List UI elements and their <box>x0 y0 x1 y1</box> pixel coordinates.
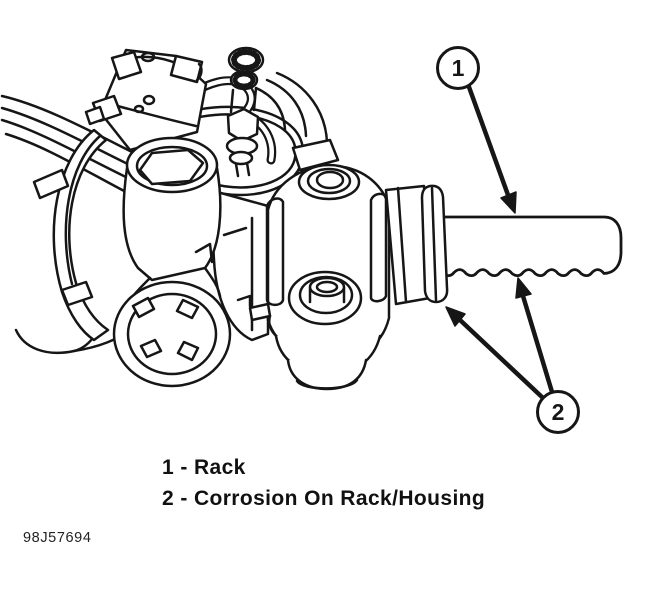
collar-rim <box>420 184 449 304</box>
callout-2-arrows <box>445 277 555 401</box>
fluid-ports <box>287 163 363 326</box>
callout-1-badge: 1 <box>436 46 480 90</box>
valve-fitting-top <box>110 50 143 81</box>
housing-bottom-cap <box>274 334 382 391</box>
legend: 1 - Rack 2 - Corrosion On Rack/Housing <box>162 452 485 514</box>
corrosion-edge <box>441 215 623 278</box>
legend-item-rack: 1 - Rack <box>162 456 246 479</box>
figure-number: 98J57694 <box>23 530 92 546</box>
callout-1-arrow <box>466 84 517 214</box>
hex-nut <box>226 107 260 143</box>
left-mount-flange <box>32 128 110 342</box>
lobed-cap <box>112 266 232 388</box>
hex-bushing <box>122 136 222 282</box>
steering-valve-body <box>84 48 208 152</box>
hydraulic-lines <box>0 94 142 355</box>
mounting-bracket <box>254 71 340 172</box>
adjuster-cap <box>225 46 265 178</box>
valve-port-stub <box>169 54 204 84</box>
legend-item-corrosion: 2 - Corrosion On Rack/Housing <box>162 487 486 510</box>
rack-shaft <box>441 215 623 278</box>
callout-2-badge: 2 <box>536 390 580 434</box>
